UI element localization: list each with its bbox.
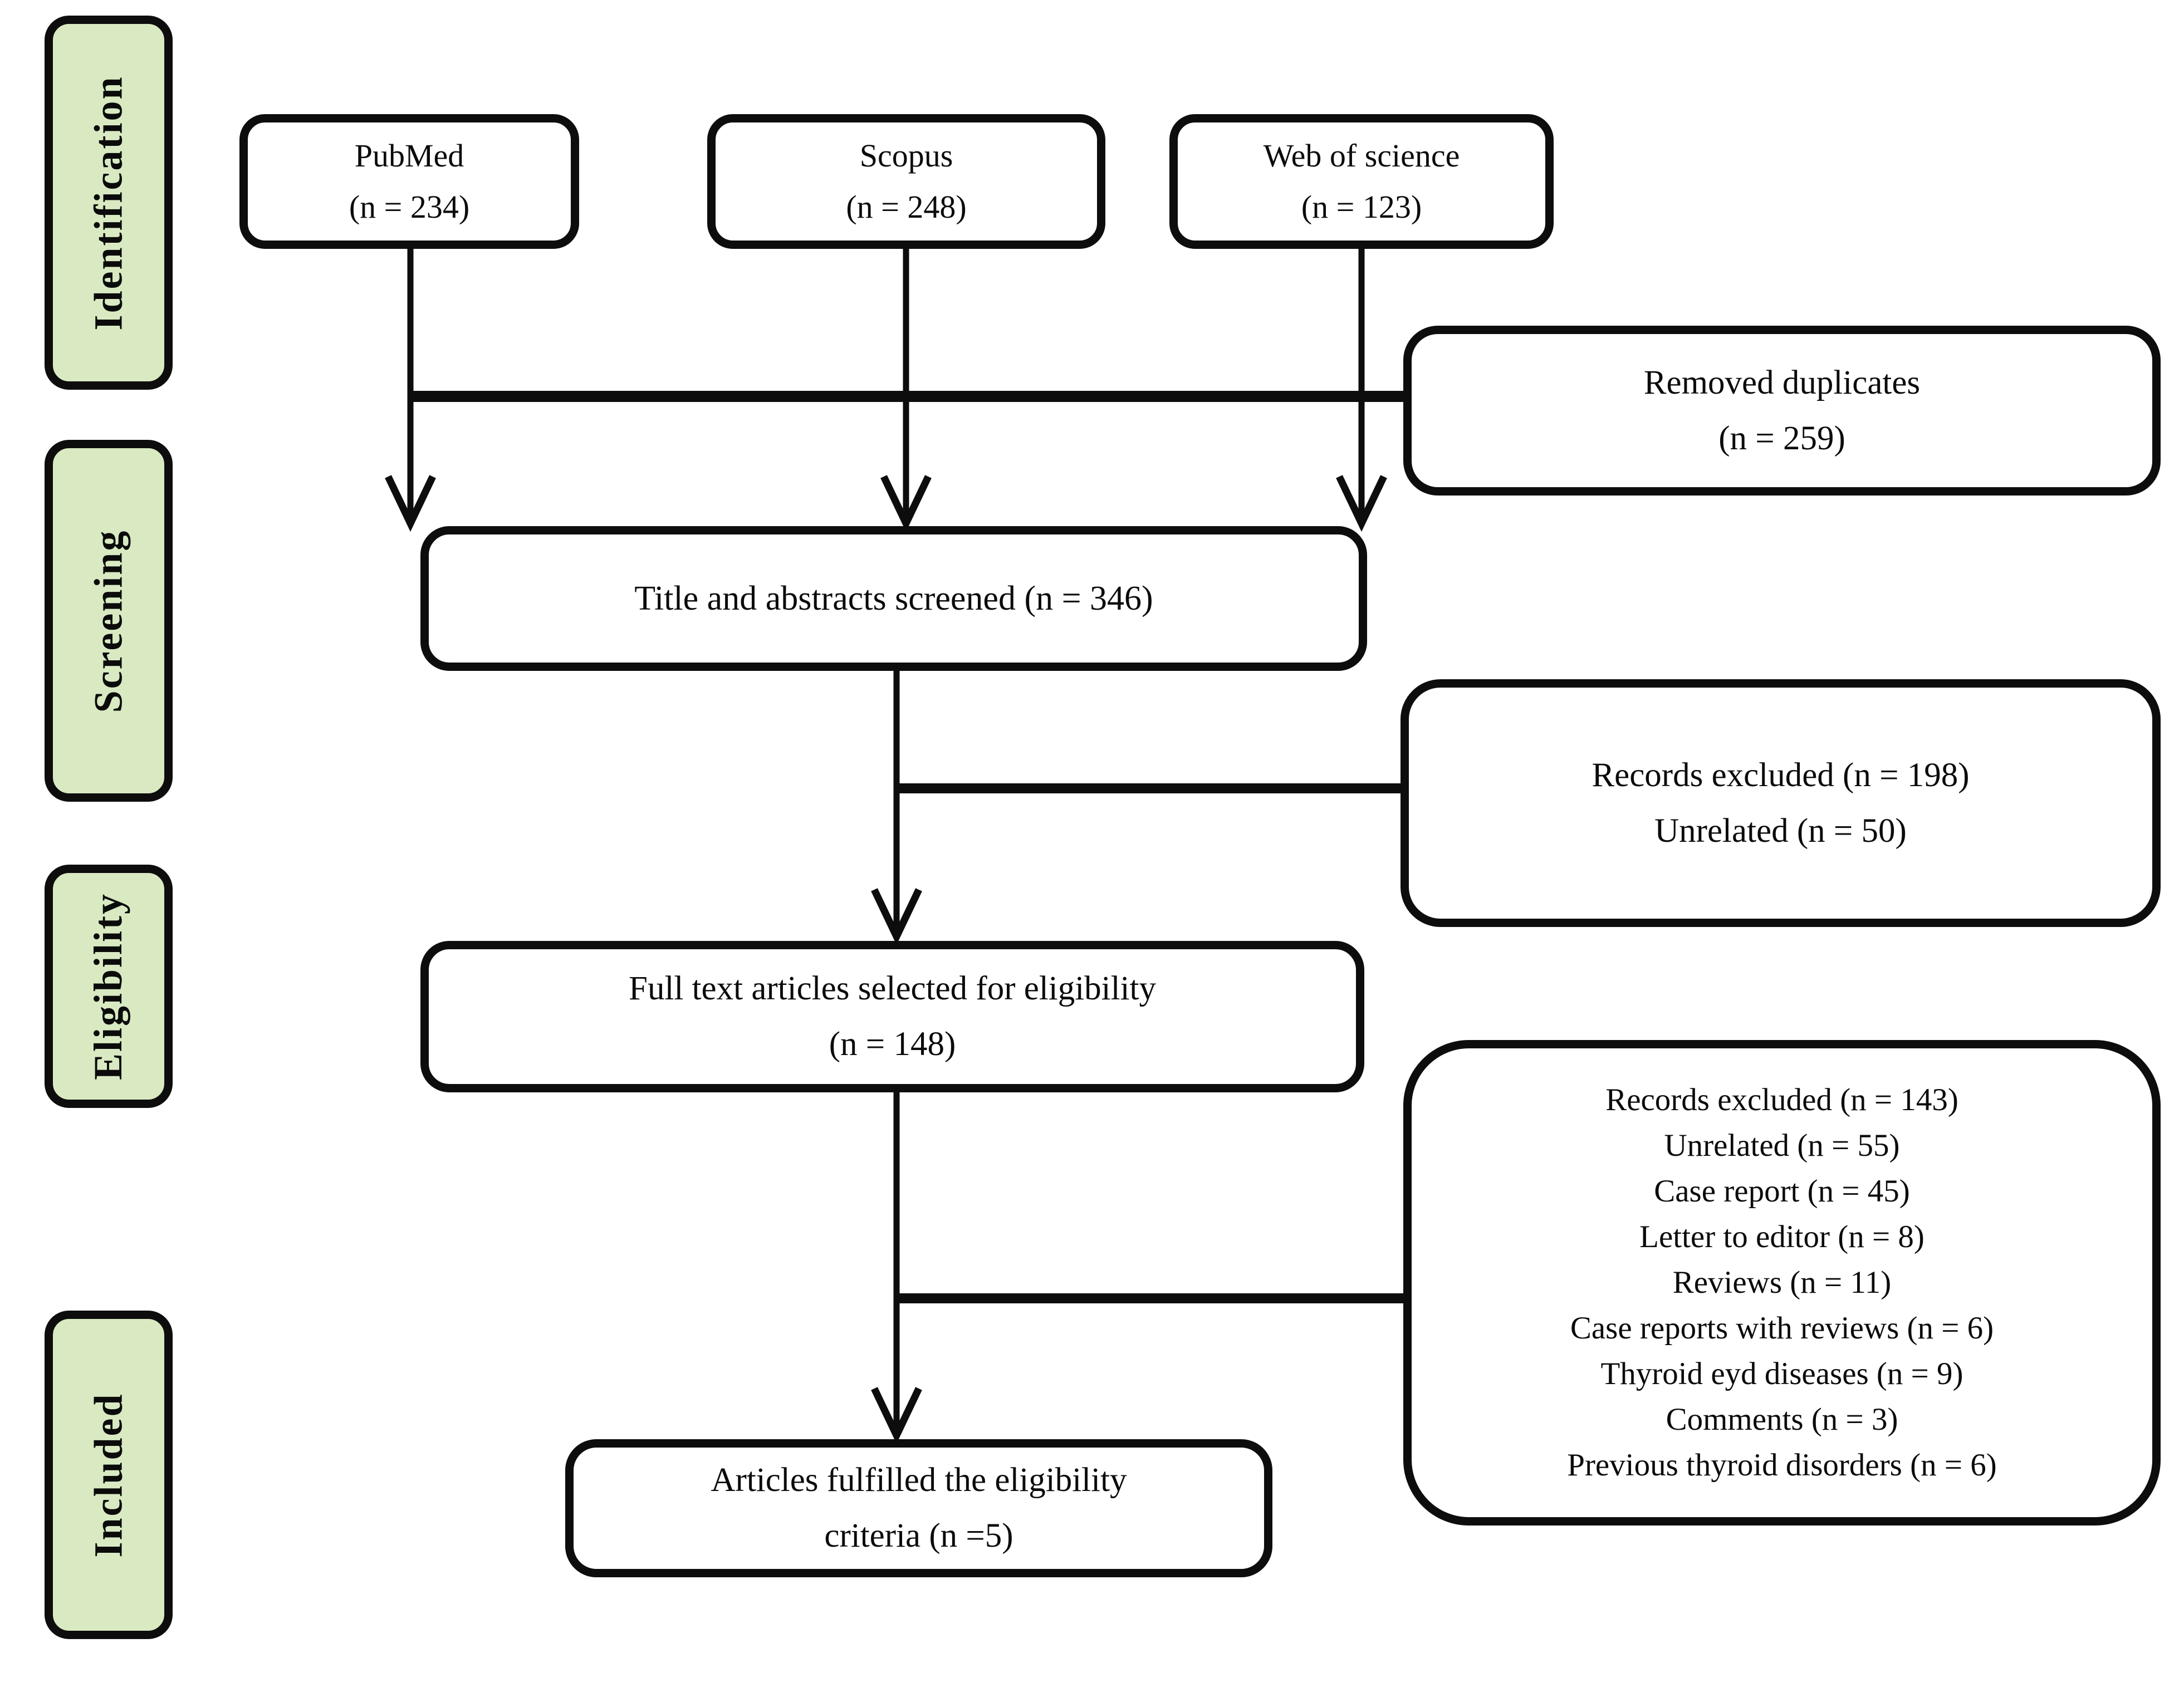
- sidebar-stage-included: Included: [45, 1311, 173, 1639]
- included-articles-count: criteria (n =5): [824, 1517, 1013, 1554]
- removed-duplicates-label: Removed duplicates: [1643, 364, 1921, 401]
- excluded-unrelated: Unrelated (n = 55): [1664, 1128, 1900, 1163]
- excluded-reviews: Reviews (n = 11): [1672, 1265, 1892, 1300]
- screened-label: Title and abstracts screened (n = 346): [634, 580, 1153, 617]
- stage-label: Screening: [86, 529, 131, 713]
- arrow-down-icon: [871, 1387, 922, 1444]
- excluded-case-reports-with-reviews: Case reports with reviews (n = 6): [1570, 1311, 1994, 1346]
- arrow-down-icon: [385, 475, 436, 532]
- excluded-previous-thyroid-disorders: Previous thyroid disorders (n = 6): [1567, 1448, 1997, 1483]
- sidebar-stage-identification: Identification: [45, 16, 173, 390]
- records-excluded-label: Records excluded (n = 198): [1592, 756, 1970, 794]
- sidebar-stage-eligibility: Eligibility: [45, 865, 173, 1108]
- included-articles-box: Articles fulfilled the eligibility crite…: [565, 1439, 1272, 1577]
- full-text-count: (n = 148): [829, 1026, 956, 1063]
- full-text-eligibility-box: Full text articles selected for eligibil…: [420, 941, 1364, 1092]
- sidebar-stage-screening: Screening: [45, 440, 173, 802]
- stage-label: Eligibility: [86, 892, 131, 1081]
- scopus-source-box: Scopus (n = 248): [707, 114, 1105, 249]
- web-of-science-source-box: Web of science (n = 123): [1169, 114, 1554, 249]
- excluded-total: Records excluded (n = 143): [1605, 1082, 1958, 1117]
- records-excluded-screening-box: Records excluded (n = 198) Unrelated (n …: [1400, 679, 2161, 927]
- pubmed-source-box: PubMed (n = 234): [239, 114, 579, 249]
- stage-label: Identification: [86, 75, 131, 331]
- removed-duplicates-box: Removed duplicates (n = 259): [1403, 326, 2161, 496]
- stage-label: Included: [86, 1392, 131, 1558]
- excluded-thyroid-eyd-diseases: Thyroid eyd diseases (n = 9): [1600, 1356, 1963, 1391]
- excluded-case-report: Case report (n = 45): [1654, 1174, 1910, 1209]
- wos-label: Web of science: [1263, 138, 1460, 174]
- unrelated-count: Unrelated (n = 50): [1654, 812, 1907, 850]
- records-excluded-eligibility-box: Records excluded (n = 143) Unrelated (n …: [1403, 1040, 2161, 1525]
- arrow-down-icon: [1336, 475, 1387, 532]
- wos-count: (n = 123): [1301, 189, 1422, 225]
- scopus-count: (n = 248): [846, 189, 967, 225]
- included-articles-label: Articles fulfilled the eligibility: [711, 1461, 1127, 1499]
- scopus-label: Scopus: [859, 138, 953, 174]
- pubmed-label: PubMed: [354, 138, 464, 174]
- pubmed-count: (n = 234): [349, 189, 470, 225]
- excluded-letter-to-editor: Letter to editor (n = 8): [1639, 1219, 1925, 1254]
- title-abstract-screened-box: Title and abstracts screened (n = 346): [420, 526, 1367, 671]
- excluded-comments: Comments (n = 3): [1666, 1402, 1898, 1437]
- arrow-down-icon: [871, 888, 922, 945]
- full-text-label: Full text articles selected for eligibil…: [629, 970, 1156, 1007]
- arrow-down-icon: [880, 475, 932, 532]
- removed-duplicates-count: (n = 259): [1718, 419, 1845, 457]
